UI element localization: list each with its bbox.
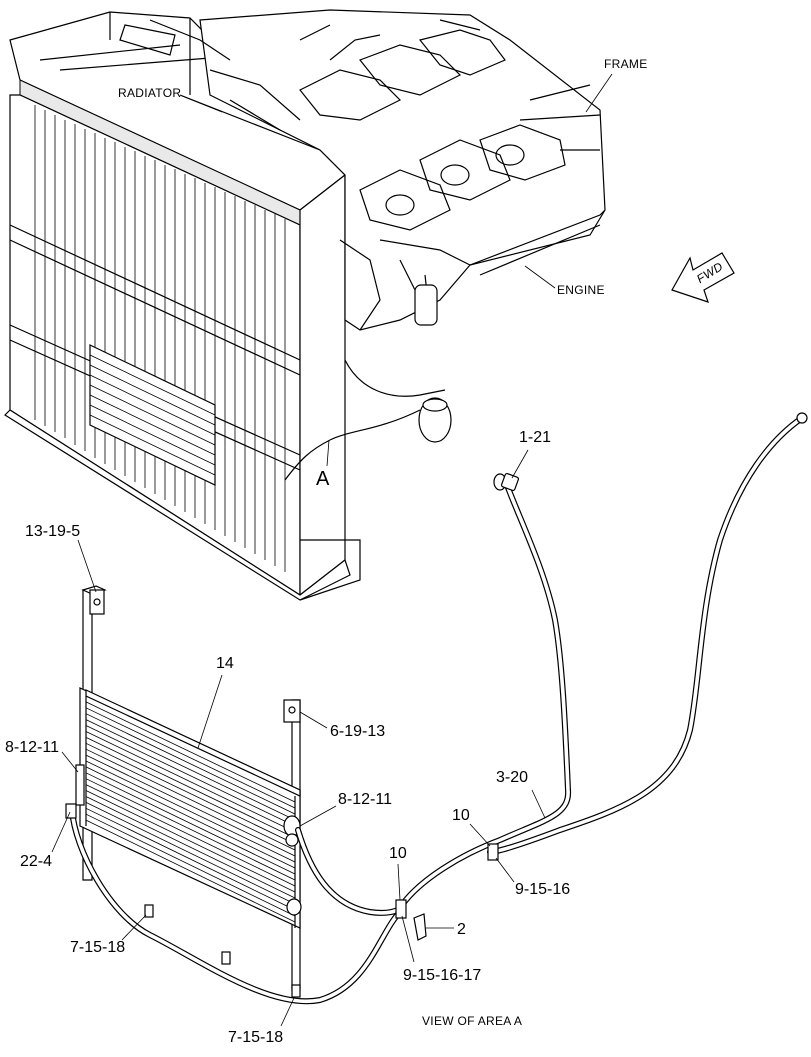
condenser-fin <box>85 754 296 857</box>
condenser-fin <box>85 790 296 893</box>
condenser-fin <box>85 701 296 803</box>
callout-8-12-11-right: 8-12-11 <box>338 791 392 808</box>
radiator-leader <box>181 95 223 113</box>
condenser-fin <box>85 807 296 911</box>
leader-1-21 <box>511 449 529 479</box>
condenser-fin <box>85 766 296 869</box>
condenser-fin <box>85 748 296 851</box>
condenser-fin <box>85 725 296 827</box>
radiator-assembly-drawing <box>4 11 361 601</box>
callout-9-15-16: 9-15-16 <box>515 881 570 898</box>
leader-10-lower <box>397 863 401 901</box>
leader-3-20 <box>531 789 546 819</box>
leader-13-19-5 <box>77 539 97 593</box>
condenser-fin <box>85 796 296 899</box>
callout-7-15-18-bottom: 7-15-18 <box>228 1029 283 1046</box>
leader-22-4 <box>51 811 71 853</box>
condenser-fin <box>85 784 296 887</box>
leader-10-upper <box>469 823 491 847</box>
leader-8-12-11-left <box>61 751 79 773</box>
leader-9-15-16-17 <box>401 915 415 963</box>
hose-lines <box>69 415 805 1005</box>
forward-arrow-icon: FWD <box>671 252 735 303</box>
compressor-drawing <box>284 359 452 481</box>
callout-3-20: 3-20 <box>496 769 528 786</box>
callout-22-4: 22-4 <box>20 853 52 870</box>
callouts: 1-21 13-19-5 14 6-19-13 8-12-11 8-12-11 … <box>5 429 570 1046</box>
condenser-fin <box>85 707 296 809</box>
hose-fittings <box>65 412 808 998</box>
condenser-fin <box>85 737 296 839</box>
callout-2: 2 <box>457 921 466 938</box>
condenser-fin <box>85 713 296 815</box>
leader-9-15-16 <box>495 857 515 883</box>
engine-label: ENGINE <box>557 283 605 297</box>
view-caption: VIEW OF AREA A <box>422 1014 522 1028</box>
engine-drawing <box>149 9 606 331</box>
frame-label: FRAME <box>604 57 648 71</box>
condenser-fin <box>85 719 296 821</box>
callout-7-15-18-left: 7-15-18 <box>70 939 125 956</box>
callout-10-upper: 10 <box>452 807 470 824</box>
callout-6-19-13: 6-19-13 <box>330 723 385 740</box>
condenser-fin <box>85 760 296 863</box>
radiator-label: RADIATOR <box>118 86 181 100</box>
condenser-fin <box>85 778 296 881</box>
leader-14 <box>197 674 223 749</box>
condenser-fin <box>85 772 296 875</box>
callout-14: 14 <box>216 655 234 672</box>
area-a-leader <box>326 439 330 467</box>
condenser-fin <box>85 731 296 833</box>
leader-7-15-18-bottom <box>280 997 295 1027</box>
callout-9-15-16-17: 9-15-16-17 <box>403 967 481 984</box>
condenser-fin <box>85 802 296 905</box>
condenser-fin <box>85 819 296 923</box>
frame-leader <box>585 73 613 113</box>
condenser-core <box>75 687 302 929</box>
callout-1-21: 1-21 <box>519 429 551 446</box>
leader-6-19-13 <box>299 711 328 729</box>
callout-10-lower: 10 <box>389 845 407 862</box>
condenser-fin <box>85 813 296 917</box>
leader-8-12-11-right <box>299 805 337 827</box>
engine-leader <box>524 265 556 289</box>
callout-8-12-11-left: 8-12-11 <box>5 739 59 756</box>
callout-13-19-5: 13-19-5 <box>25 523 80 540</box>
area-a-label: A <box>316 468 330 490</box>
condenser-fin <box>85 742 296 845</box>
leader-7-15-18-left <box>121 914 147 941</box>
